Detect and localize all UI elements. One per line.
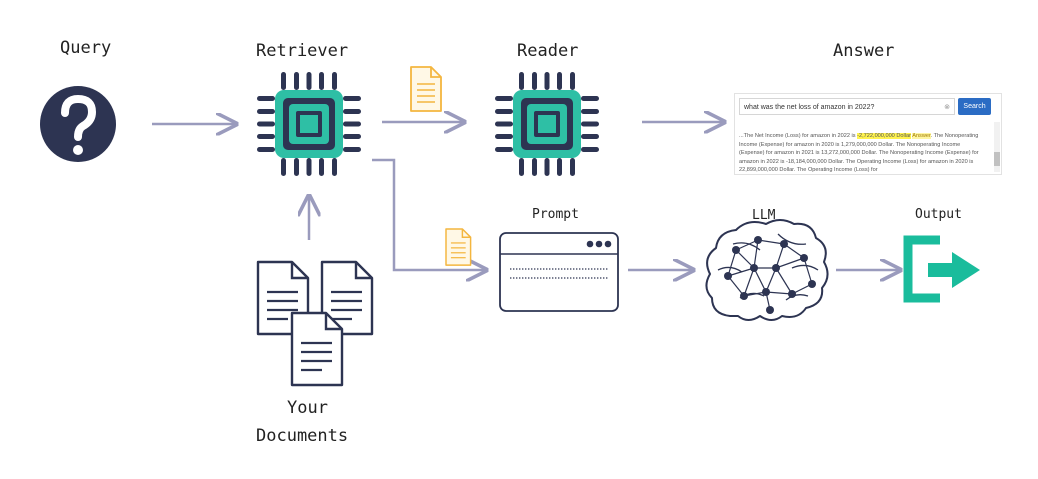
llm-label: LLM: [752, 208, 776, 223]
scrollbar-thumb[interactable]: [994, 152, 1000, 166]
documents-label-line2: Documents: [256, 426, 349, 446]
answer-tag: Answer: [912, 133, 931, 139]
question-input[interactable]: what was the net loss of amazon in 2022?…: [739, 98, 955, 115]
reader-chip-icon: [495, 72, 599, 176]
search-button[interactable]: Search: [958, 98, 991, 115]
result-prefix: ...The Net Income (Loss) for amazon in 2…: [739, 133, 858, 139]
result-rest: . The Nonoperating Income (Expense) for …: [739, 133, 979, 174]
retriever-label: Retriever: [256, 41, 349, 61]
retriever-chip-icon: [257, 72, 361, 176]
output-label: Output: [915, 207, 962, 222]
retrieved-document-icon: [410, 66, 442, 112]
answer-result-text: ...The Net Income (Loss) for amazon in 2…: [739, 132, 987, 174]
clear-icon[interactable]: ⊗: [944, 104, 950, 111]
documents-stack-icon: [256, 260, 374, 387]
query-label: Query: [60, 38, 112, 58]
prompt-label: Prompt: [532, 207, 579, 222]
answer-panel: what was the net loss of amazon in 2022?…: [734, 93, 1002, 175]
brain-network-icon: [705, 219, 829, 321]
exit-arrow-icon: [903, 235, 980, 303]
scrollbar-track[interactable]: [994, 122, 1000, 172]
question-text: what was the net loss of amazon in 2022?: [744, 104, 875, 111]
prompt-document-icon: [445, 228, 472, 266]
question-mark-circle-icon: [40, 86, 116, 162]
answer-label: Answer: [833, 41, 895, 61]
reader-label: Reader: [517, 41, 579, 61]
browser-window-icon: [499, 232, 619, 312]
answer-highlight: -2,722,000,000 Dollar: [857, 133, 911, 139]
arrow-retriever-to-prompt: [372, 158, 486, 270]
documents-label-line1: Your: [287, 398, 328, 418]
